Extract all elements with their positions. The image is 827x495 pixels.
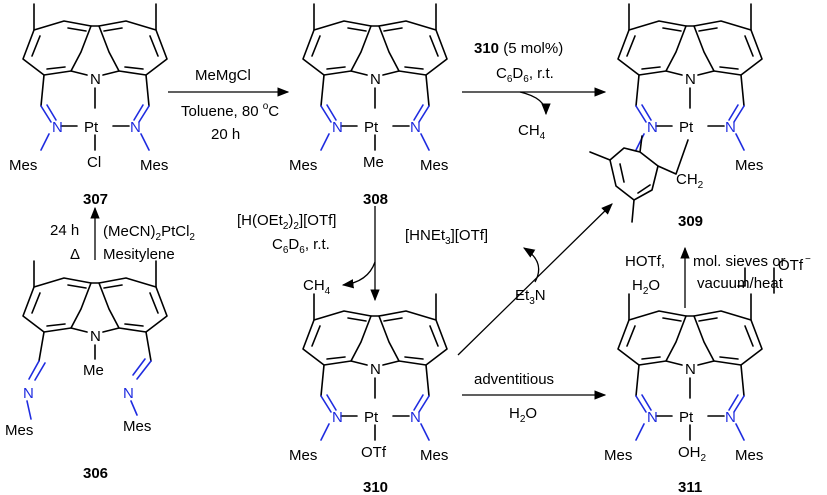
atom-n: N bbox=[370, 361, 381, 378]
mes-right: Mes bbox=[420, 157, 448, 174]
atom-n: N bbox=[685, 71, 696, 88]
atom-n-left: N bbox=[332, 119, 343, 136]
compound-label-309: 309 bbox=[678, 213, 703, 230]
compound-label-311: 311 bbox=[678, 479, 702, 495]
compound-306: N Me N N Mes Mes 306 bbox=[5, 260, 168, 482]
condition-time: 20 h bbox=[211, 126, 240, 143]
reagent-memgcl: MeMgCl bbox=[195, 67, 251, 84]
compound-label-308: 308 bbox=[363, 191, 388, 208]
atom-pt: Pt bbox=[364, 119, 379, 136]
step-base-cyclometalation: [HNEt3][OTf] Et3N bbox=[405, 203, 613, 356]
counter-anion: OTf− bbox=[778, 254, 811, 274]
mes-right: Mes bbox=[735, 447, 763, 464]
catalyst-310: 310 (5 mol%) bbox=[474, 40, 563, 57]
byproduct-hnet3-otf: [HNEt3][OTf] bbox=[405, 227, 488, 247]
solvent-c6d6: C6D6, r.t. bbox=[272, 236, 330, 256]
atom-n: N bbox=[370, 71, 381, 88]
condition-water: H2O bbox=[509, 405, 537, 425]
atom-n-right: N bbox=[130, 119, 141, 136]
mes-right: Mes bbox=[123, 418, 151, 435]
atom-n-right: N bbox=[410, 409, 421, 426]
atom-n-left: N bbox=[647, 409, 658, 426]
byproduct-water: H2O bbox=[632, 277, 660, 297]
step-protonolysis: [H(OEt2)2][OTf] C6D6, r.t. CH4 bbox=[237, 206, 380, 302]
byproduct-hotf: HOTf, bbox=[625, 253, 665, 270]
condition-heat: Δ bbox=[70, 246, 80, 263]
condition-mol-sieves: mol. sieves or bbox=[693, 253, 786, 270]
atom-pt: Pt bbox=[679, 409, 694, 426]
condition-24h: 24 h bbox=[50, 222, 79, 239]
solvent-c6d6: C6D6, r.t. bbox=[496, 65, 554, 85]
compound-label-307: 307 bbox=[83, 191, 108, 208]
atom-n: N bbox=[685, 361, 696, 378]
mes-left: Mes bbox=[9, 157, 37, 174]
mes-left: Mes bbox=[289, 157, 317, 174]
condition-vacuum-heat: vacuum/heat bbox=[697, 275, 784, 292]
ligand-me: Me bbox=[363, 154, 384, 171]
atom-n: N bbox=[90, 328, 101, 345]
compound-label-310: 310 bbox=[363, 479, 388, 495]
step-hydration: adventitious H2O bbox=[462, 371, 607, 425]
mes-left: Mes bbox=[289, 447, 317, 464]
ligand-cl: Cl bbox=[87, 154, 101, 171]
reagent-et3n: Et3N bbox=[515, 287, 546, 307]
reagent-mecn-ptcl2: (MeCN)2PtCl2 bbox=[103, 223, 195, 243]
compound-310: N Pt N N OTf Mes Mes 310 bbox=[289, 293, 448, 495]
atom-n-right: N bbox=[725, 409, 736, 426]
mes-right: Mes bbox=[735, 157, 763, 174]
byproduct-ch4: CH4 bbox=[303, 277, 331, 297]
step-dehydration: HOTf, H2O mol. sieves or vacuum/heat bbox=[625, 246, 786, 308]
ch2-group: CH2 bbox=[676, 171, 704, 191]
atom-n-right: N bbox=[725, 119, 736, 136]
step-platination: 24 h Δ (MeCN)2PtCl2 Mesitylene bbox=[50, 206, 195, 263]
ligand-oh2: OH2 bbox=[678, 444, 707, 464]
compound-307: N Pt N N Cl Mes Mes 307 bbox=[9, 3, 168, 208]
compound-311: N Pt N N OH2 Mes Mes 311 OTf− bbox=[604, 254, 811, 495]
condition-adventitious: adventitious bbox=[474, 371, 554, 388]
compound-label-306: 306 bbox=[83, 465, 108, 482]
mes-left: Mes bbox=[604, 447, 632, 464]
atom-n-left: N bbox=[332, 409, 343, 426]
atom-n-right: N bbox=[410, 119, 421, 136]
atom-pt: Pt bbox=[84, 119, 99, 136]
atom-n-left: N bbox=[647, 119, 658, 136]
solvent-mesitylene: Mesitylene bbox=[103, 246, 175, 263]
condition-toluene: Toluene, 80 oC bbox=[181, 101, 279, 120]
step-cyclometalation: 310 (5 mol%) C6D6, r.t. CH4 bbox=[462, 40, 607, 142]
reagent-hoet2-otf: [H(OEt2)2][OTf] bbox=[237, 212, 336, 232]
atom-pt: Pt bbox=[679, 119, 694, 136]
ligand-otf: OTf bbox=[361, 444, 387, 461]
step-methylation: MeMgCl Toluene, 80 oC 20 h bbox=[168, 67, 290, 143]
atom-n-left: N bbox=[23, 385, 34, 402]
mes-left: Mes bbox=[5, 422, 33, 439]
compound-308: N Pt N N Me Mes Mes 308 bbox=[289, 3, 448, 208]
mes-right: Mes bbox=[420, 447, 448, 464]
atom-n-left: N bbox=[52, 119, 63, 136]
byproduct-ch4: CH4 bbox=[518, 122, 546, 142]
atom-pt: Pt bbox=[364, 409, 379, 426]
atom-n: N bbox=[90, 71, 101, 88]
mes-right: Mes bbox=[140, 157, 168, 174]
compound-309: N Pt N N Mes CH2 309 bbox=[589, 3, 763, 230]
n-methyl: Me bbox=[83, 362, 104, 379]
atom-n-right: N bbox=[123, 385, 134, 402]
